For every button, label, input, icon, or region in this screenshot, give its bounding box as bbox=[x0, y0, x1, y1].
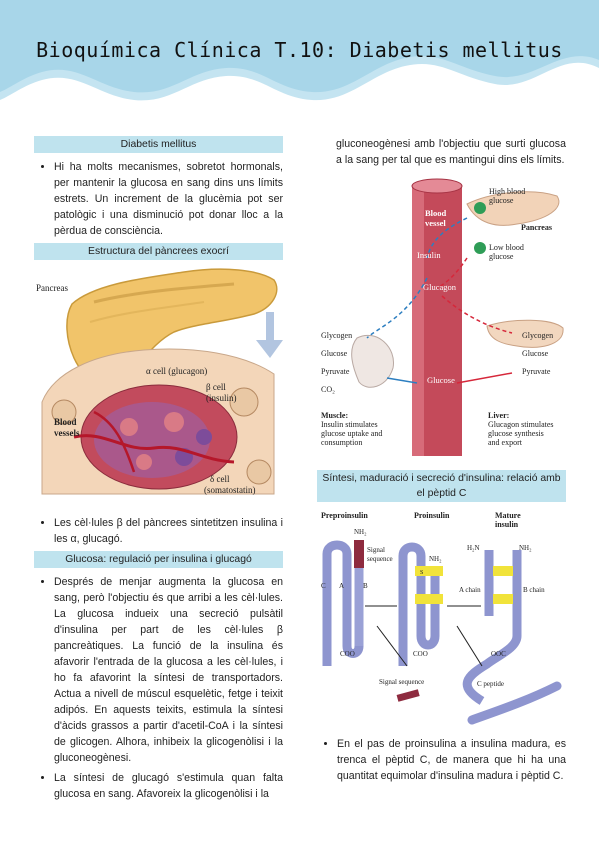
beta-cell-insulin-label: (insulin) bbox=[206, 393, 237, 403]
section-heading-pancrees: Estructura del pàncrees exocrí bbox=[34, 243, 283, 260]
blood-vessels-label-2: vessels bbox=[54, 428, 80, 438]
signal-sequence-label: Signal sequence bbox=[379, 678, 424, 686]
high-glucose-label: High blood bbox=[489, 187, 525, 196]
section-heading-insulina: Síntesi, maduració i secreció d'insulina… bbox=[317, 470, 566, 502]
list-item: La síntesi de glucagó s'estimula quan fa… bbox=[54, 770, 283, 802]
a-chain-label: A chain bbox=[459, 586, 481, 594]
chain-b-label: B bbox=[363, 582, 368, 590]
coo-label-1: COO bbox=[340, 650, 355, 658]
page-header: Bioquímica Clínica T.10: Diabetis mellit… bbox=[0, 0, 599, 115]
pyruvate-liver-label: Pyruvate bbox=[522, 367, 551, 376]
muscle-caption-2: glucose uptake and bbox=[321, 429, 382, 438]
bullet-list: Hi ha molts mecanismes, sobretot hormona… bbox=[34, 159, 283, 239]
bullet-list: Després de menjar augmenta la glucosa en… bbox=[34, 574, 283, 802]
left-column: Diabetis mellitus Hi ha molts mecanismes… bbox=[34, 136, 283, 806]
high-glucose-label-2: glucose bbox=[489, 196, 514, 205]
glucose-regulation-figure: Blood vessel High blood glucose Pancreas… bbox=[321, 178, 564, 456]
insulin-synthesis-figure: Preproinsulin Proinsulin Mature insulin … bbox=[321, 511, 562, 725]
pancreas-label: Pancreas bbox=[36, 283, 68, 293]
alpha-cell-label: α cell (glucagon) bbox=[146, 366, 207, 376]
section-heading-diabetis: Diabetis mellitus bbox=[34, 136, 283, 153]
wave-banner bbox=[0, 0, 599, 101]
glucose-vessel-label: Glucose bbox=[427, 375, 455, 385]
muscle-title: Muscle: bbox=[321, 411, 348, 420]
mature-insulin-label-2: insulin bbox=[495, 520, 519, 529]
chain-a-label: A bbox=[339, 582, 344, 590]
right-column: gluconeogènesi amb l'objectiu que surti … bbox=[317, 136, 566, 788]
glucose-muscle-label: Glucose bbox=[321, 349, 348, 358]
glycogen-liver-label: Glycogen bbox=[522, 331, 553, 340]
signal-label-1: Signal bbox=[367, 546, 385, 554]
proinsulin-label: Proinsulin bbox=[414, 511, 450, 520]
insulin-label: Insulin bbox=[417, 250, 441, 260]
blood-vessel-label: Blood bbox=[425, 208, 447, 218]
liver-caption-3: and export bbox=[488, 438, 523, 447]
nh2-label-2: NH₂ bbox=[429, 555, 442, 563]
ooc-label: OOC bbox=[491, 650, 506, 658]
low-glucose-label: Low blood bbox=[489, 243, 524, 252]
co2-label: CO₂ bbox=[321, 385, 335, 394]
chain-c-label: C bbox=[321, 582, 326, 590]
signal-label-2: sequence bbox=[367, 555, 393, 563]
blood-vessel-label-2: vessel bbox=[425, 218, 446, 228]
glucagon-label: Glucagon bbox=[423, 282, 457, 292]
beta-cell-label: β cell bbox=[206, 382, 226, 392]
h2n-label: H₂N bbox=[467, 544, 480, 552]
list-item: Hi ha molts mecanismes, sobretot hormona… bbox=[54, 159, 283, 239]
continuation-text: gluconeogènesi amb l'objectiu que surti … bbox=[336, 138, 566, 166]
preproinsulin-label: Preproinsulin bbox=[321, 511, 368, 520]
pancreas-structure-figure: Pancreas α cell (glucagon) β cell (insul… bbox=[36, 268, 283, 495]
disulfide-s: S bbox=[420, 570, 423, 576]
bullet-list: Les cèl·lules β del pàncrees sintetitzen… bbox=[34, 515, 283, 547]
b-chain-label: B chain bbox=[523, 586, 545, 594]
muscle-caption-1: Insulin stimulates bbox=[321, 420, 378, 429]
liver-caption-2: glucose synthesis bbox=[488, 429, 544, 438]
page-title: Bioquímica Clínica T.10: Diabetis mellit… bbox=[36, 38, 563, 62]
glucose-liver-label: Glucose bbox=[522, 349, 549, 358]
glycogen-muscle-label: Glycogen bbox=[321, 331, 352, 340]
liver-title: Liver: bbox=[488, 411, 509, 420]
c-peptide-label: C peptide bbox=[477, 680, 504, 688]
coo-label-2: COO bbox=[413, 650, 428, 658]
mature-insulin-label: Mature bbox=[495, 511, 521, 520]
list-item: Després de menjar augmenta la glucosa en… bbox=[54, 574, 283, 766]
muscle-caption-3: consumption bbox=[321, 438, 362, 447]
delta-cell-label: δ cell bbox=[210, 474, 230, 484]
liver-caption-1: Glucagon stimulates bbox=[488, 420, 554, 429]
pyruvate-muscle-label: Pyruvate bbox=[321, 367, 350, 376]
list-item: En el pas de proinsulina a insulina madu… bbox=[337, 736, 566, 784]
blood-vessels-label: Blood bbox=[54, 417, 77, 427]
nh2-label-1: NH₂ bbox=[354, 528, 367, 536]
nh2-label-3: NH₂ bbox=[519, 544, 532, 552]
section-heading-glucosa: Glucosa: regulació per insulina i glucag… bbox=[34, 551, 283, 568]
delta-cell-somatostatin-label: (somatostatin) bbox=[204, 485, 256, 495]
list-item: Les cèl·lules β del pàncrees sintetitzen… bbox=[54, 515, 283, 547]
low-glucose-label-2: glucose bbox=[489, 252, 514, 261]
bullet-list: En el pas de proinsulina a insulina madu… bbox=[317, 736, 566, 784]
pancreas-label: Pancreas bbox=[521, 223, 552, 232]
